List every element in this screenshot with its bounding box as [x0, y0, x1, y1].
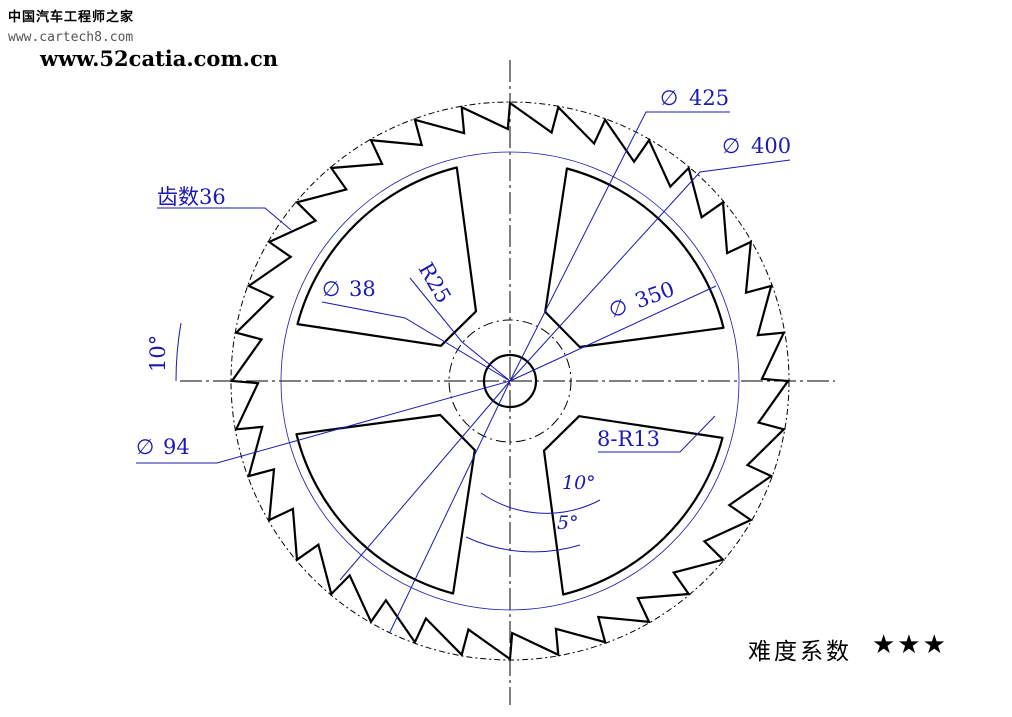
svg-text:400: 400: [751, 134, 791, 158]
difficulty-stars: ★★★: [872, 630, 948, 660]
leader-line-2: [509, 159, 791, 382]
dia-425-label: ∅ 425: [660, 86, 729, 110]
svg-text:38: 38: [349, 277, 376, 301]
dia-400-label: ∅ 400: [722, 134, 791, 158]
difficulty-label: 难度系数: [748, 639, 852, 665]
leader-line-7: [339, 380, 511, 581]
leader-line-8: [389, 380, 511, 633]
angle-arc-10: [480, 492, 601, 514]
leader-line-3: [509, 285, 717, 382]
watermark-url-52catia: www.52catia.com.cn: [40, 46, 279, 71]
svg-text:∅: ∅: [660, 86, 678, 110]
svg-text:350: 350: [632, 277, 678, 313]
dia-94-label: ∅ 94: [136, 435, 190, 459]
dia-350-label: ∅ 350: [606, 277, 678, 323]
gear-teeth: [229, 100, 791, 662]
angle-10-left-label: 10°: [146, 335, 170, 372]
svg-text:∅: ∅: [722, 134, 740, 158]
teeth-count-label: 齿数36: [157, 185, 226, 209]
angle-5-label: 5°: [557, 512, 579, 534]
dimension-lines: [136, 111, 791, 633]
angle-arc-left: [175, 322, 182, 382]
gear-outline: [229, 100, 791, 662]
leader-line-5: [136, 380, 511, 464]
r13-label: 8-R13: [597, 427, 660, 451]
angle-arc-5: [465, 536, 581, 553]
svg-text:∅: ∅: [606, 294, 631, 323]
angle-10-label: 10°: [562, 472, 596, 494]
svg-text:425: 425: [689, 86, 729, 110]
outer-circle: [230, 101, 790, 661]
leader-line-10: [157, 207, 292, 231]
pitch-circle: [280, 151, 740, 611]
window-2: [296, 166, 478, 347]
hub-circle: [448, 319, 572, 443]
watermark-site-name: 中国汽车工程师之家: [8, 10, 135, 25]
watermark-url-cartech: www.cartech8.com: [8, 30, 134, 45]
r25-label: R25: [414, 259, 456, 308]
leader-line-4: [321, 301, 511, 382]
window-4: [542, 415, 724, 596]
center-lines: [180, 60, 835, 705]
window-3: [295, 413, 476, 595]
window-1: [544, 167, 725, 349]
leader-line-1: [509, 111, 730, 382]
svg-text:∅: ∅: [322, 277, 340, 301]
dia-38-label: ∅ 38: [322, 277, 376, 301]
leader-line-6: [409, 277, 511, 382]
svg-text:∅: ∅: [136, 435, 154, 459]
svg-text:94: 94: [163, 435, 190, 459]
leader-line-9: [598, 415, 716, 453]
hub-bore: [482, 353, 538, 409]
